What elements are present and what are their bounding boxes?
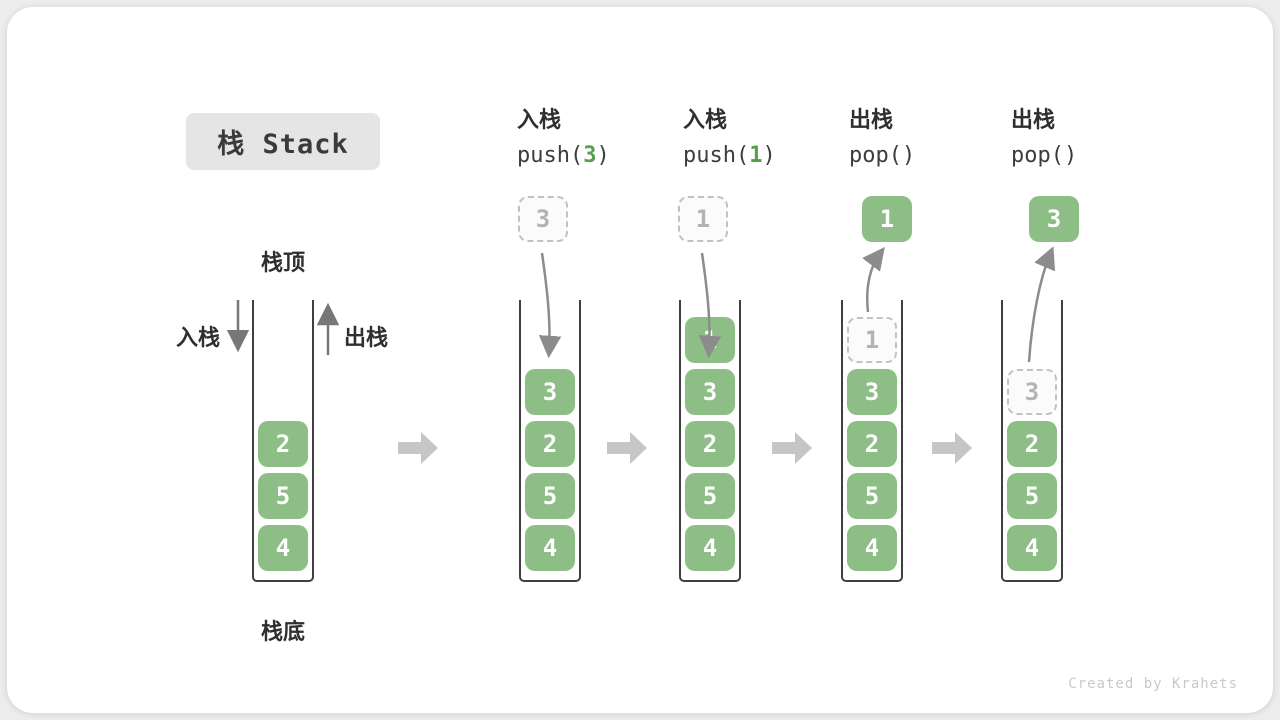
operation-label: 入栈 push(3): [517, 107, 657, 170]
stack-container: 3 2 5 4: [1001, 300, 1063, 582]
stack-cell: 2: [525, 421, 575, 467]
popped-cell: 3: [1029, 196, 1079, 242]
stack-container: 1 3 2 5 4: [841, 300, 903, 582]
stack-container: 1 3 2 5 4: [679, 300, 741, 582]
operation-name: 入栈: [517, 108, 562, 133]
stack-cell: 5: [258, 473, 308, 519]
stack-cell: 5: [1007, 473, 1057, 519]
stack-container: 3 2 5 4: [519, 300, 581, 582]
stack-cell: 4: [1007, 525, 1057, 571]
operation-name: 出栈: [849, 108, 894, 133]
operation-code: pop(): [849, 143, 916, 168]
stack-cell: 1: [685, 317, 735, 363]
diagram-title: 栈 Stack: [217, 129, 349, 160]
ghost-cell: 1: [847, 317, 897, 363]
stack-cell: 2: [1007, 421, 1057, 467]
stack-cell: 5: [685, 473, 735, 519]
operation-code: push(1): [683, 143, 776, 168]
stack-top-label: 栈顶: [260, 251, 305, 276]
staged-cell: 3: [518, 196, 568, 242]
step-arrow-icon: [772, 432, 812, 464]
stack-cell: 5: [525, 473, 575, 519]
stack-cell: 4: [685, 525, 735, 571]
watermark: Created by Krahets: [1068, 676, 1238, 692]
stack-bottom-label: 栈底: [260, 620, 305, 645]
stack-cell: 5: [847, 473, 897, 519]
stack-container: 2 5 4: [252, 300, 314, 582]
operation-label: 入栈 push(1): [683, 107, 823, 170]
stack-cell: 3: [847, 369, 897, 415]
operation-code: pop(): [1011, 143, 1078, 168]
ghost-cell: 3: [1007, 369, 1057, 415]
diagram-title-badge: 栈 Stack: [186, 113, 380, 170]
step-arrow-icon: [607, 432, 647, 464]
push-side-label: 入栈: [176, 326, 221, 351]
stack-cell: 4: [525, 525, 575, 571]
stack-cell: 4: [847, 525, 897, 571]
operation-code: push(3): [517, 143, 610, 168]
popped-cell: 1: [862, 196, 912, 242]
step-arrow-icon: [398, 432, 438, 464]
operation-label: 出栈 pop(): [849, 107, 989, 170]
stack-cell: 2: [685, 421, 735, 467]
operation-name: 出栈: [1011, 108, 1056, 133]
stack-cell: 2: [847, 421, 897, 467]
operation-name: 入栈: [683, 108, 728, 133]
stack-cell: 3: [525, 369, 575, 415]
stack-cell: 3: [685, 369, 735, 415]
pop-side-label: 出栈: [344, 326, 389, 351]
stack-cell: 4: [258, 525, 308, 571]
operation-label: 出栈 pop(): [1011, 107, 1151, 170]
staged-cell: 1: [678, 196, 728, 242]
step-arrow-icon: [932, 432, 972, 464]
stack-cell: 2: [258, 421, 308, 467]
